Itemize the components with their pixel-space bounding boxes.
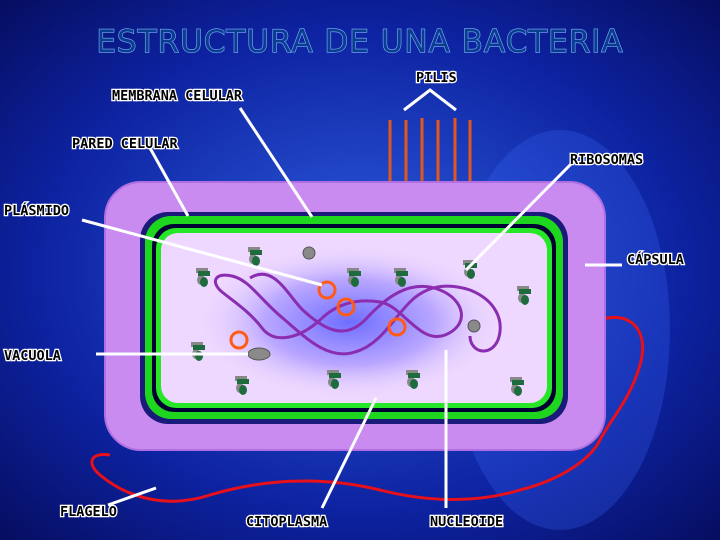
granule (302, 246, 316, 260)
label-pilis: PILIS (416, 70, 457, 86)
leader-lines (81, 88, 622, 509)
leader-pilis (403, 88, 457, 112)
leader-ribosomas (464, 158, 577, 272)
label-capsula: CÁPSULA (627, 251, 684, 268)
vacuole (247, 347, 271, 361)
ribosomes (191, 247, 531, 396)
nucleoid-dna (213, 272, 502, 356)
label-pared: PARED CELULAR (72, 136, 179, 152)
label-flagelo: FLAGELO (60, 504, 117, 520)
granule (467, 319, 481, 333)
label-membrana: MEMBRANA CELULAR (112, 88, 243, 104)
flagellum (90, 315, 645, 503)
leader-plasmido (81, 218, 323, 287)
leader-membrana (238, 107, 314, 218)
nucleoid-region (195, 244, 505, 400)
leader-citoplasma (320, 397, 378, 509)
plasmids (229, 280, 407, 350)
page-title: ESTRUCTURA DE UNA BACTERIA (96, 24, 623, 60)
label-vacuola: VACUOLA (4, 348, 61, 364)
label-ribosomas: RIBOSOMAS (570, 152, 643, 168)
label-citoplasma: CITOPLASMA (246, 514, 327, 530)
label-nucleoide: NUCLEOIDE (430, 514, 503, 530)
leader-flagelo (107, 486, 157, 507)
label-plasmido: PLÁSMIDO (4, 202, 69, 219)
leader-pared (148, 147, 190, 217)
